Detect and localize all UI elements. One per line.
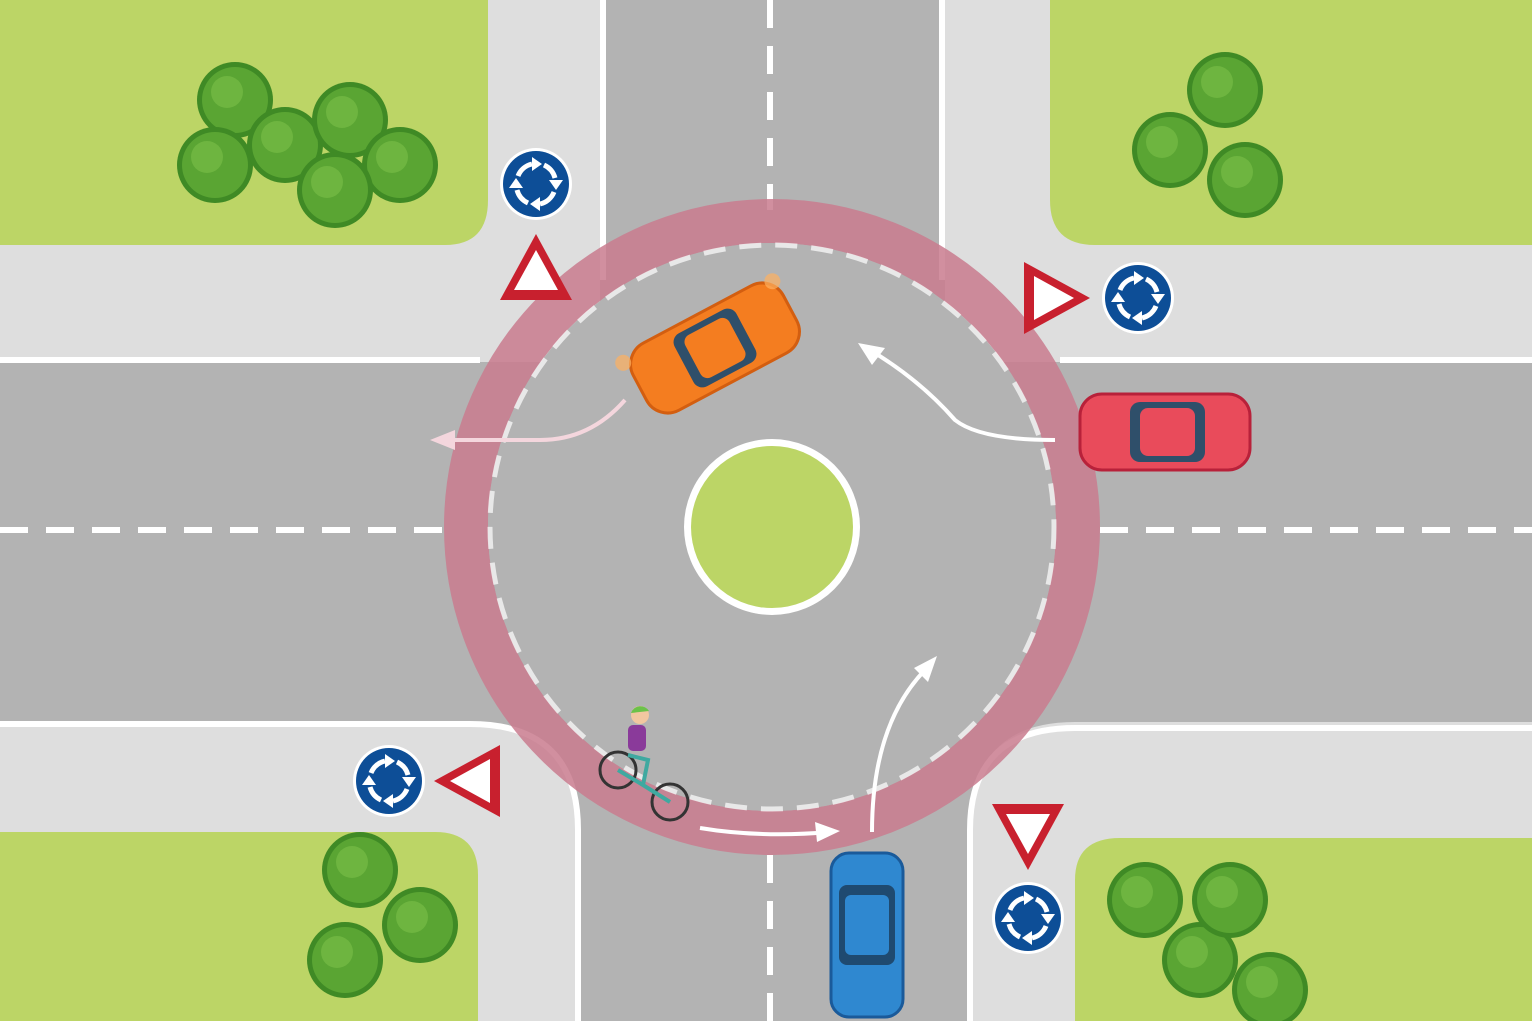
roundabout-dashed-line	[487, 242, 1057, 812]
roundabout-sign-sw	[353, 745, 425, 817]
arrow-heads	[430, 343, 937, 842]
central-island	[691, 446, 853, 608]
red-car	[1078, 392, 1252, 472]
orange-car	[615, 273, 801, 415]
blue-car	[829, 851, 905, 1019]
roundabout-sign-nw	[500, 148, 572, 220]
direction-arrows	[440, 348, 1056, 837]
roundabout-sign-se	[992, 882, 1064, 954]
roundabout-sign-ne	[1102, 262, 1174, 334]
cyclist	[598, 706, 690, 822]
